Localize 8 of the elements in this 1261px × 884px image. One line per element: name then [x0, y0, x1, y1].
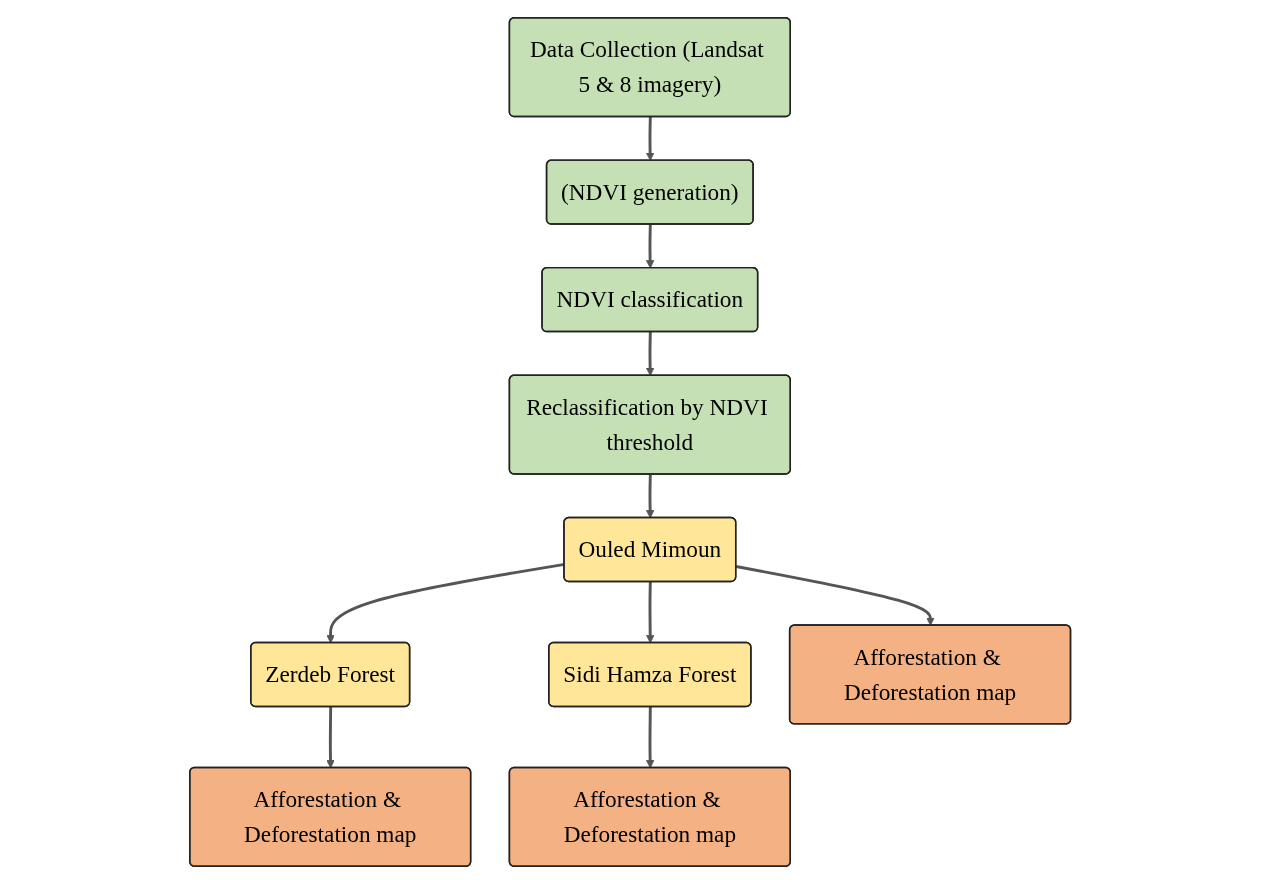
- arrow: [646, 117, 655, 161]
- arrow: [646, 332, 655, 377]
- arrow: [646, 706, 655, 769]
- arrow: [326, 706, 336, 769]
- arrow: [646, 581, 655, 644]
- arrow: [736, 565, 935, 626]
- arrow: [646, 474, 655, 519]
- arrow: [646, 224, 655, 269]
